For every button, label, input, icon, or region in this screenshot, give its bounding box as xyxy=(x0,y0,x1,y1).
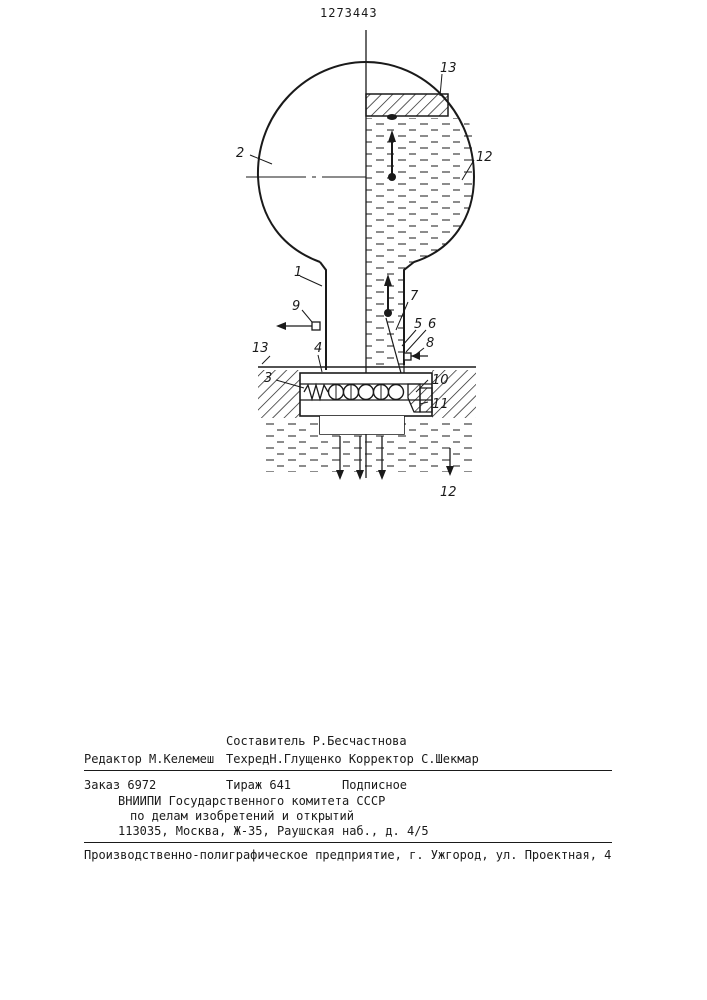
divider-top xyxy=(84,770,612,771)
order-line: Заказ 6972 xyxy=(84,778,156,792)
editor-line: Редактор М.Келемеш xyxy=(84,752,214,766)
printer-line: Производственно-полиграфическое предприя… xyxy=(84,848,611,862)
circulation-line: Тираж 641 xyxy=(226,778,291,792)
org-line-2: по делам изобретений и открытий xyxy=(130,809,354,823)
org-address: 113035, Москва, Ж-35, Раушская наб., д. … xyxy=(118,824,429,838)
subscription-line: Подписное xyxy=(342,778,407,792)
tech-corrector-line: ТехредН.Глущенко Корректор С.Шекмар xyxy=(226,752,479,766)
org-line-1: ВНИИПИ Государственного комитета СССР xyxy=(118,794,385,808)
compiler-line: Составитель Р.Бесчастнова xyxy=(226,734,407,748)
divider-bottom xyxy=(84,842,612,843)
